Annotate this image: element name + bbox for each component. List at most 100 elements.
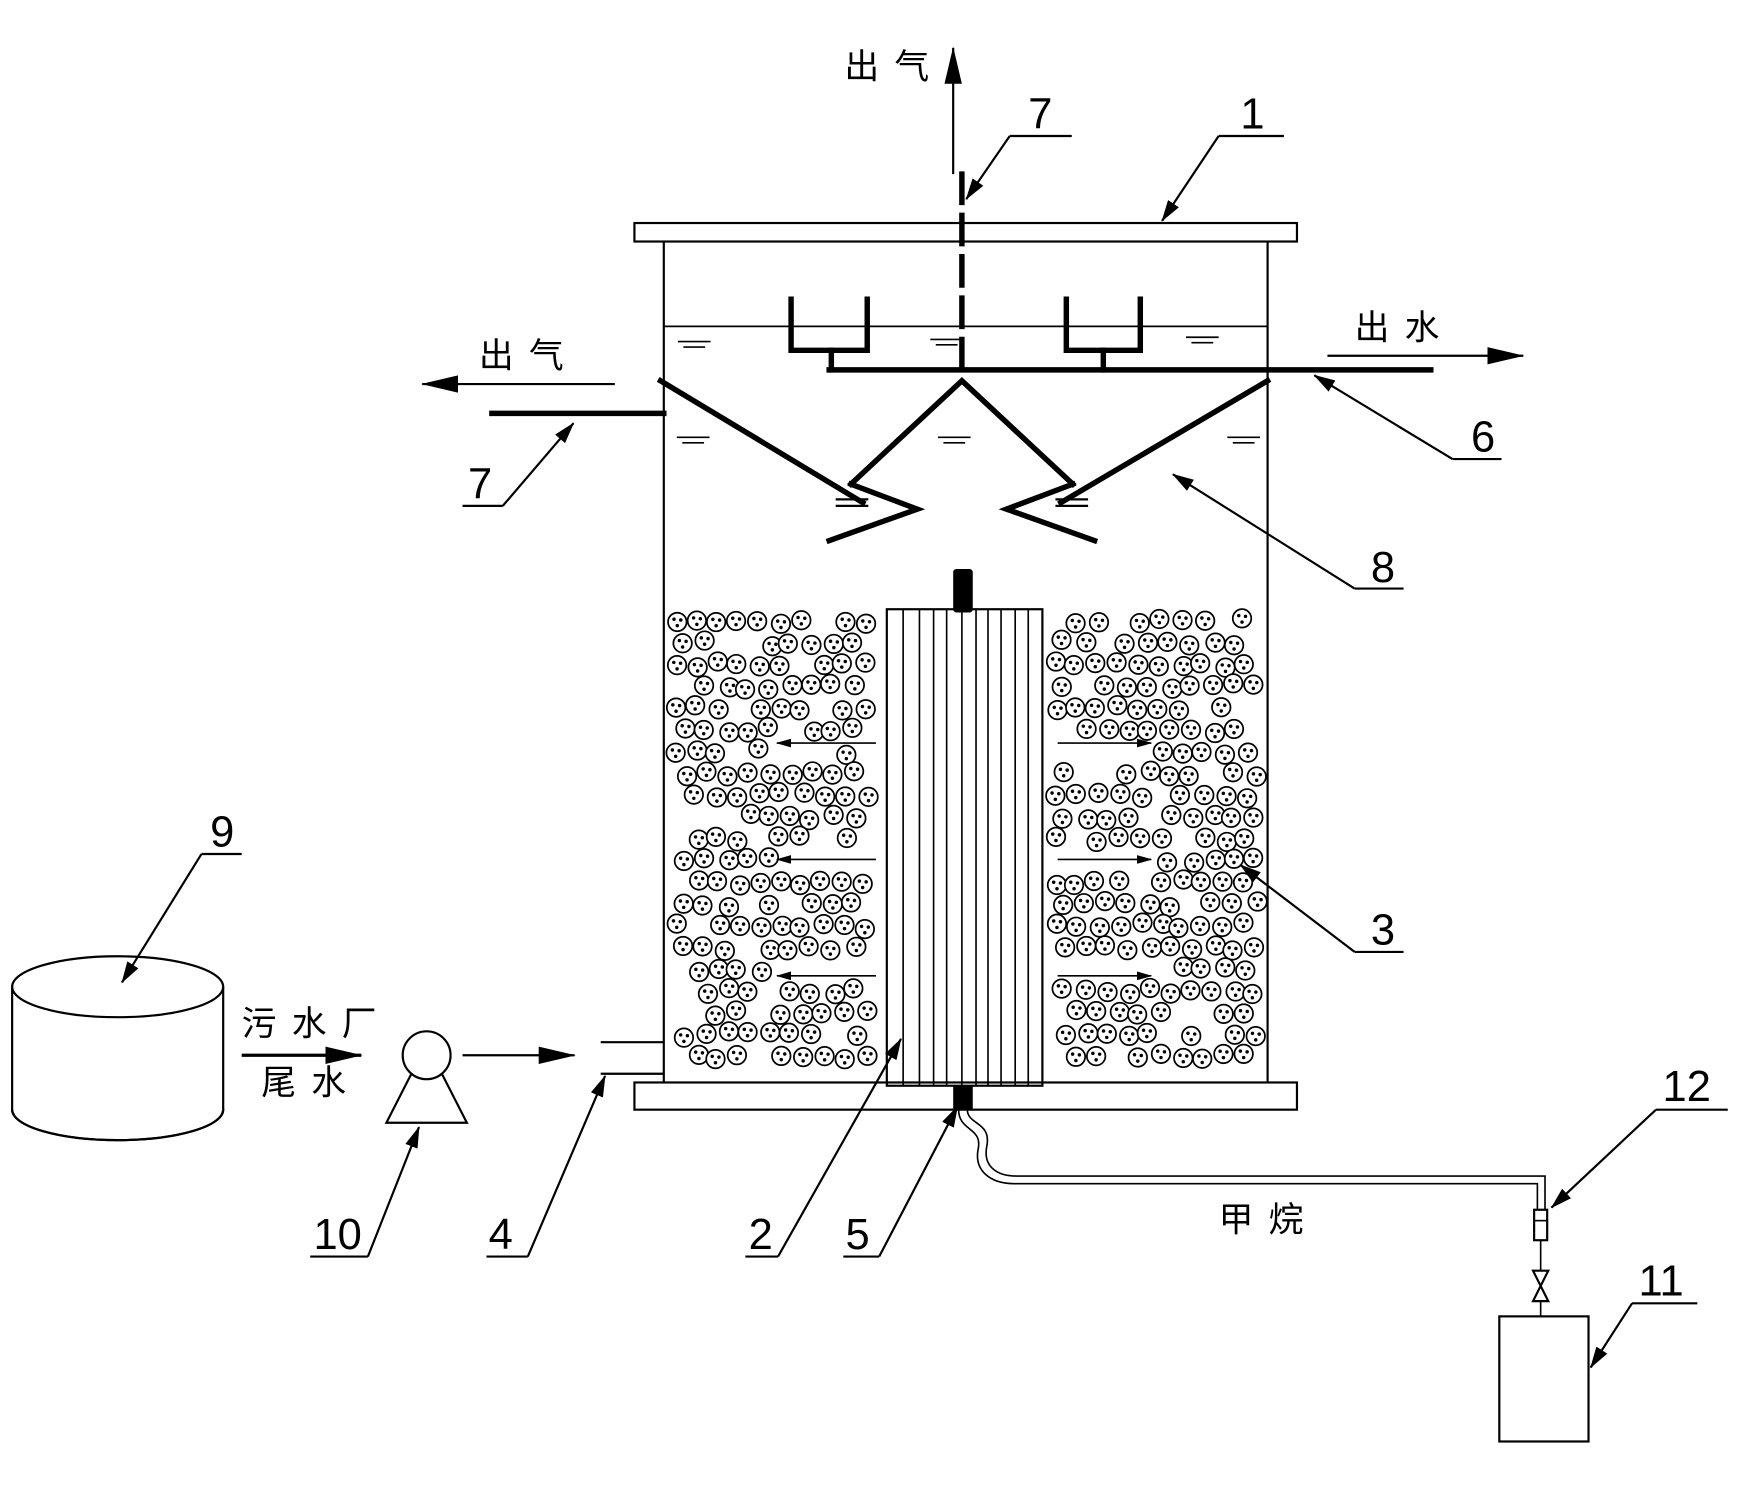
flowmeter [1533,1208,1549,1242]
carrier-particle [779,981,800,1002]
carrier-particle [1190,653,1211,674]
carrier-particle [1086,1000,1107,1022]
carrier-particle [1213,1043,1234,1065]
carrier-particle [1213,1003,1234,1024]
callout-3: 3 [1239,864,1404,954]
carrier-particle [802,761,823,782]
inlet-system: 污水厂 尾水 [242,1005,664,1124]
carrier-particle [822,764,843,785]
carrier-particle [1178,765,1199,787]
carrier-particle [778,1022,800,1043]
carrier-particle [1078,809,1099,830]
right-hood [1057,377,1272,507]
carrier-particle [1216,831,1238,853]
carrier-particle [1088,782,1109,803]
carrier-particle [846,808,867,829]
carrier-particle [1223,635,1245,656]
carrier-particle [751,917,772,938]
carrier-particle [1096,810,1117,831]
carrier-particle [1108,826,1129,848]
carrier-particle [719,850,740,871]
carrier-particle [1085,652,1106,674]
carrier-particle [823,804,844,825]
carrier-particles-right [1045,608,1268,1069]
carrier-particle [1243,847,1264,869]
carrier-particle [719,722,740,743]
carrier-particle [688,829,709,850]
carrier-particle [1141,937,1163,958]
carrier-particle [1139,977,1161,999]
callout-number: 3 [1371,906,1395,954]
carrier-particle [1129,828,1151,849]
carrier-particle [813,913,834,935]
carrier-particle [1106,652,1127,673]
carrier-particle [1118,807,1139,828]
carrier-particle [1078,1023,1099,1044]
influent-label-1: 污水厂 [242,1005,392,1045]
carrier-particle [1147,698,1168,720]
membrane-top-cap [953,568,973,613]
carrier-particle [789,825,810,846]
methane-tube-outer [957,1109,1539,1210]
carrier-particle [1159,766,1180,787]
left-hood [656,377,867,507]
carrier-particle [1232,872,1254,893]
carrier-particle [1205,849,1226,871]
carrier-particle [1084,698,1105,719]
carrier-particle [1116,764,1137,785]
carrier-particle [1181,939,1203,960]
methane-label: 甲烷 [1219,1201,1319,1241]
carrier-particle [1223,673,1244,694]
carrier-particle [1205,632,1226,653]
carrier-particle [708,958,729,980]
carrier-particle [1159,936,1181,957]
carrier-particle [726,1045,748,1066]
carrier-particle [1150,1043,1172,1064]
carrier-particle [1169,784,1191,806]
carrier-particle [1189,915,1211,937]
carrier-particle [857,1045,878,1066]
carrier-particle [1076,935,1097,957]
carrier-particle [737,847,758,869]
carrier-particle [1066,999,1087,1021]
carrier-particle [760,1022,781,1043]
carrier-particle [822,894,843,915]
carrier-particle [831,871,852,892]
carrier-particle [1129,613,1150,634]
carrier-particle [1173,956,1194,977]
carrier-particle [737,722,758,743]
carrier-particle [1212,916,1233,938]
carrier-particle [832,700,853,721]
carrier-particle [1137,632,1159,653]
carrier-particle [675,718,696,739]
carrier-particle [841,632,863,653]
carrier-particle [1063,874,1085,896]
carrier-particle [729,915,751,937]
carrier-particle [1205,935,1227,956]
carrier-particle [1243,674,1264,695]
carrier-particle [852,873,873,894]
callout-2: 2 [745,1038,902,1259]
carrier-particle [1215,957,1236,978]
carrier-particle [1159,897,1180,918]
carrier-particle [801,674,822,695]
left-hook [825,480,926,545]
carrier-particle [1136,677,1157,698]
carrier-particle [706,871,728,892]
carrier-particle [1127,1004,1148,1025]
carrier-particle [1063,655,1084,676]
callout-number: 11 [1639,1258,1684,1306]
carrier-particle [1211,697,1232,718]
carrier-particle [1132,787,1153,808]
carrier-particle [1053,894,1074,916]
carrier-particle [846,936,867,957]
gas-cylinder [1498,1315,1590,1443]
carrier-particle [1247,891,1268,912]
carrier-particle [707,651,728,672]
carrier-particle [673,850,695,872]
carrier-particle [820,673,841,694]
carrier-particle [1088,612,1110,633]
carrier-particle [666,655,688,676]
carrier-particle [779,805,800,827]
carrier-particle [737,981,758,1002]
